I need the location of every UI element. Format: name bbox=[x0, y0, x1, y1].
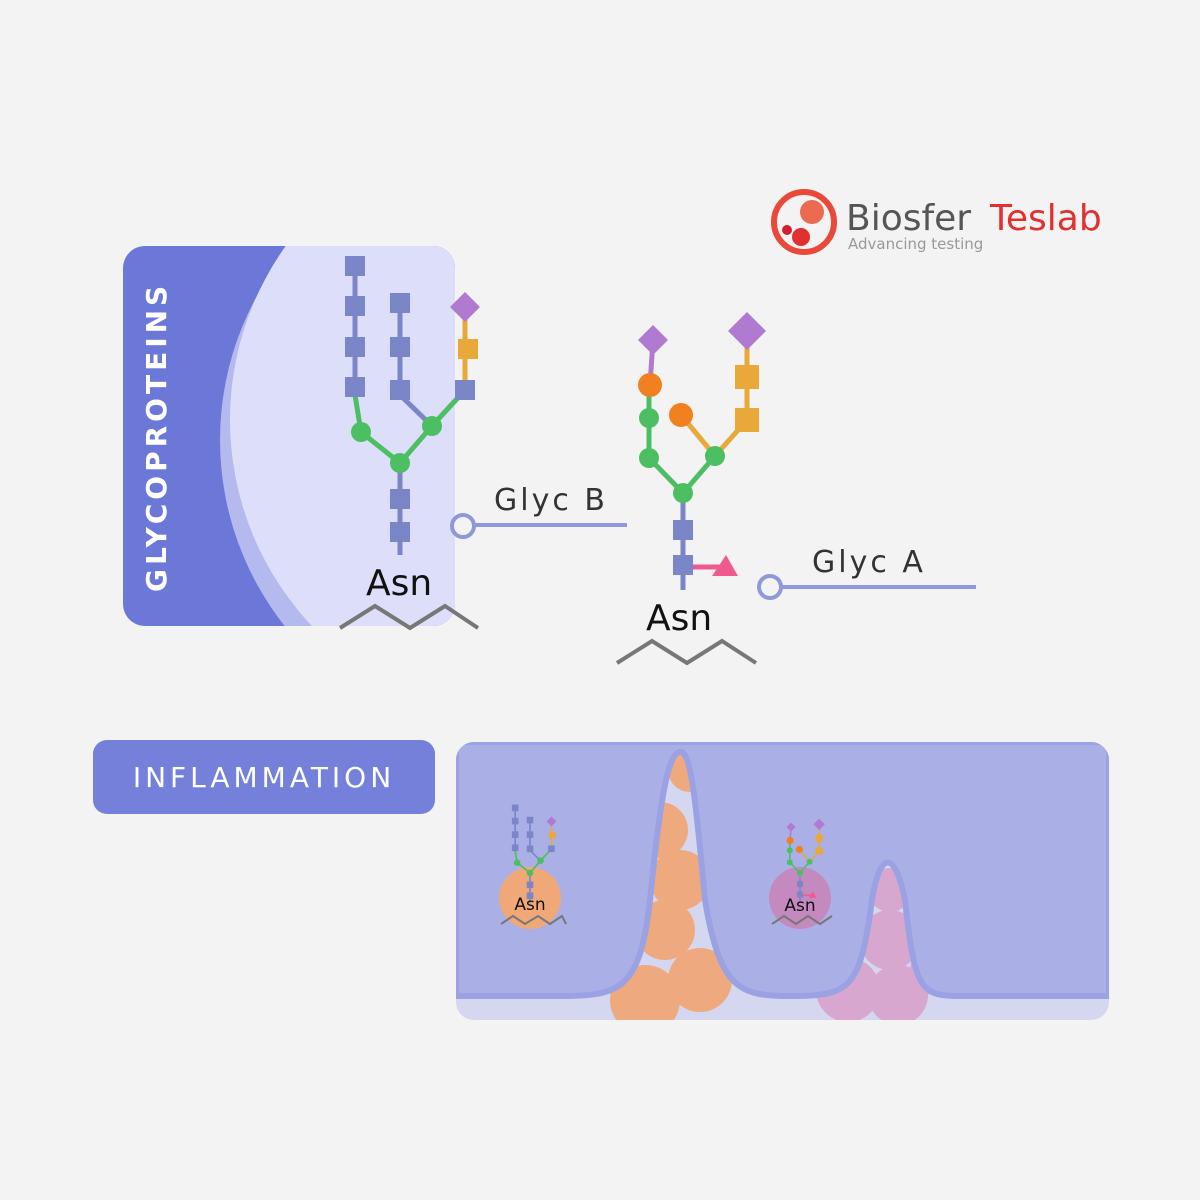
brand-tagline: Advancing testing bbox=[848, 235, 983, 253]
logo-ring-icon bbox=[771, 189, 837, 255]
inflammation-title: INFLAMMATION bbox=[133, 761, 395, 794]
glyc-b-label: Glyc B bbox=[494, 483, 608, 518]
glyc-a-label: Glyc A bbox=[812, 545, 926, 580]
brand-name-part2: Teslab bbox=[989, 198, 1102, 239]
asn-label-mini-a: Asn bbox=[784, 896, 815, 916]
asn-label-mini-b: Asn bbox=[514, 895, 545, 915]
glycoproteins-card: GLYCOPROTEINS bbox=[123, 246, 455, 626]
glycoproteins-title: GLYCOPROTEINS bbox=[140, 282, 173, 592]
glyc-a-pointer bbox=[757, 574, 783, 600]
asn-label-b: Asn bbox=[366, 563, 432, 604]
peptide-chain-b bbox=[338, 603, 480, 631]
peptide-chain-a bbox=[615, 638, 758, 666]
glycan-a-structure bbox=[638, 312, 766, 590]
brand-logo: Biosfer Teslab Advancing testing bbox=[771, 189, 1102, 255]
inflammation-badge bbox=[93, 740, 435, 814]
glyc-b-pointer bbox=[450, 513, 476, 539]
brand-name-part1: Biosfer bbox=[846, 198, 971, 239]
inflammation-panel: Asn Asn bbox=[456, 742, 1109, 1020]
asn-label-a: Asn bbox=[646, 598, 712, 639]
